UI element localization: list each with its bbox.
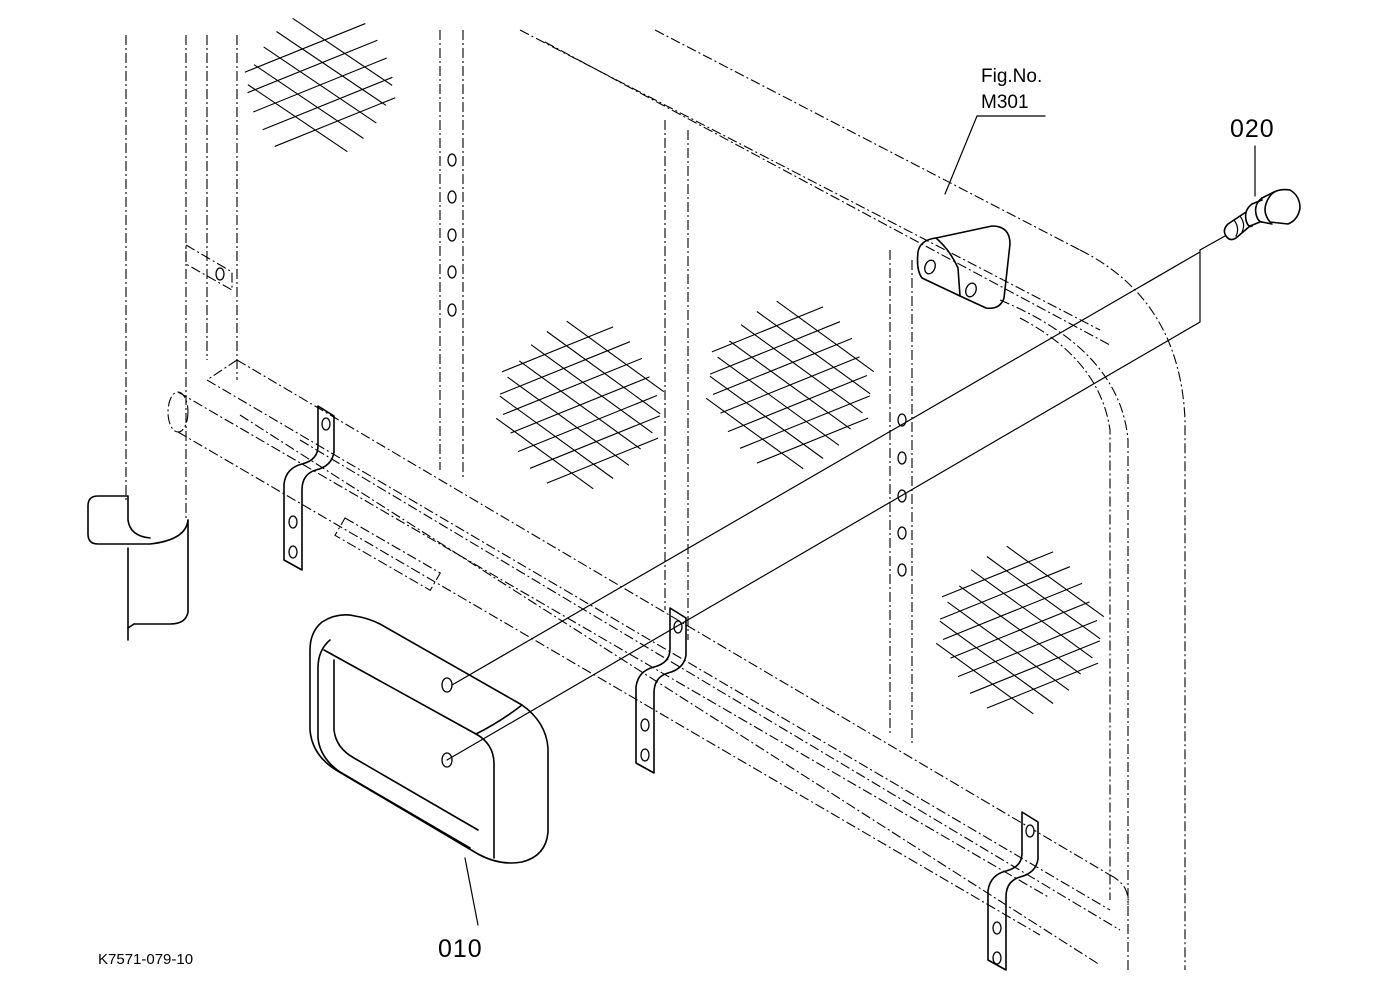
strap-left [283, 405, 335, 571]
drawing-code: K7571-079-10 [98, 951, 193, 968]
bolt-part-020 [1223, 188, 1301, 241]
mesh-grille-left [495, 320, 665, 490]
strap-right [987, 811, 1039, 971]
leader-lines [464, 115, 1256, 926]
left-mount-bracket [87, 495, 189, 641]
mesh-grille-top [244, 17, 396, 153]
strap-center [635, 607, 687, 774]
top-corner-bracket [916, 225, 1011, 310]
rear-frame [206, 29, 1186, 970]
assembly-lines [446, 235, 1226, 761]
mesh-grille-right [935, 545, 1105, 715]
post-clip [185, 244, 233, 291]
left-post [125, 35, 238, 520]
part-number-010: 010 [438, 935, 483, 963]
mesh-grille-center [705, 300, 875, 470]
fig-ref-label: M301 [981, 92, 1029, 113]
post-holes [447, 153, 907, 577]
part-number-020: 020 [1230, 115, 1275, 143]
work-lamp-part-010 [309, 614, 549, 864]
fig-no-label: Fig.No. [981, 66, 1042, 87]
bumper-tube [167, 391, 1051, 936]
